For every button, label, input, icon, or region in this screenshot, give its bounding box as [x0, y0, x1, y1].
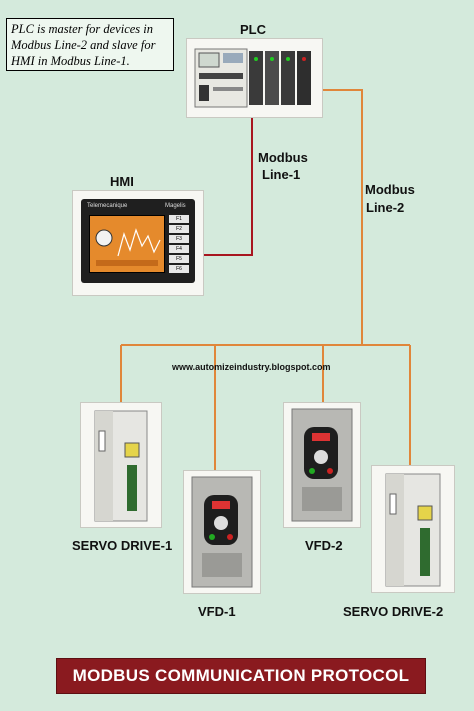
hmi-screen	[89, 215, 165, 273]
hmi-bezel: Telemecanique Magelis F1 F2 F3 F4 F5 F6	[81, 199, 195, 283]
hmi-key[interactable]: F4	[169, 245, 189, 253]
description-note: PLC is master for devices in Modbus Line…	[6, 18, 174, 71]
line-1-label-a: Modbus	[258, 150, 308, 165]
line-2-label-a: Modbus	[365, 182, 415, 197]
modbus-line-1	[202, 104, 253, 256]
note-line-3: HMI in Modbus Line-1.	[11, 54, 130, 68]
vfd-2-label: VFD-2	[305, 538, 343, 553]
hmi-key[interactable]: F1	[169, 215, 189, 223]
servo-drive-2-illustration	[385, 473, 441, 587]
line-1-label-b: Line-1	[262, 167, 301, 182]
servo-drive-2-label: SERVO DRIVE-2	[343, 604, 444, 619]
line-2-label-b: Line-2	[366, 200, 405, 215]
vfd-2-device	[283, 402, 361, 528]
hmi-key[interactable]: F5	[169, 255, 189, 263]
servo-drive-1-device	[80, 402, 162, 528]
vfd-1-device	[183, 470, 261, 594]
hmi-trend-graph	[95, 228, 161, 266]
note-line-1: PLC is master for devices in	[11, 22, 154, 36]
hmi-model: Magelis	[165, 203, 186, 209]
plc-illustration	[194, 48, 311, 108]
hmi-key[interactable]: F2	[169, 225, 189, 233]
title-banner: MODBUS COMMUNICATION PROTOCOL	[56, 658, 426, 694]
vfd-1-label: VFD-1	[198, 604, 236, 619]
vfd-1-illustration	[191, 476, 253, 588]
website-url: www.automizeindustry.blogspot.com	[172, 362, 331, 372]
hmi-key[interactable]: F3	[169, 235, 189, 243]
plc-device	[186, 38, 323, 118]
hmi-key[interactable]: F6	[169, 265, 189, 273]
hmi-keypad: F1 F2 F3 F4 F5 F6	[169, 215, 189, 275]
hmi-brand: Telemecanique	[87, 203, 128, 209]
plc-label: PLC	[240, 22, 266, 37]
vfd-2-illustration	[291, 408, 353, 522]
servo-drive-2-device	[371, 465, 455, 593]
note-line-2: Modbus Line-2 and slave for	[11, 38, 156, 52]
modbus-line-2-trunk	[266, 89, 363, 345]
hmi-device: Telemecanique Magelis F1 F2 F3 F4 F5 F6	[72, 190, 204, 296]
hmi-label: HMI	[110, 174, 134, 189]
servo-drive-1-label: SERVO DRIVE-1	[72, 538, 173, 553]
servo-drive-1-illustration	[94, 410, 148, 522]
